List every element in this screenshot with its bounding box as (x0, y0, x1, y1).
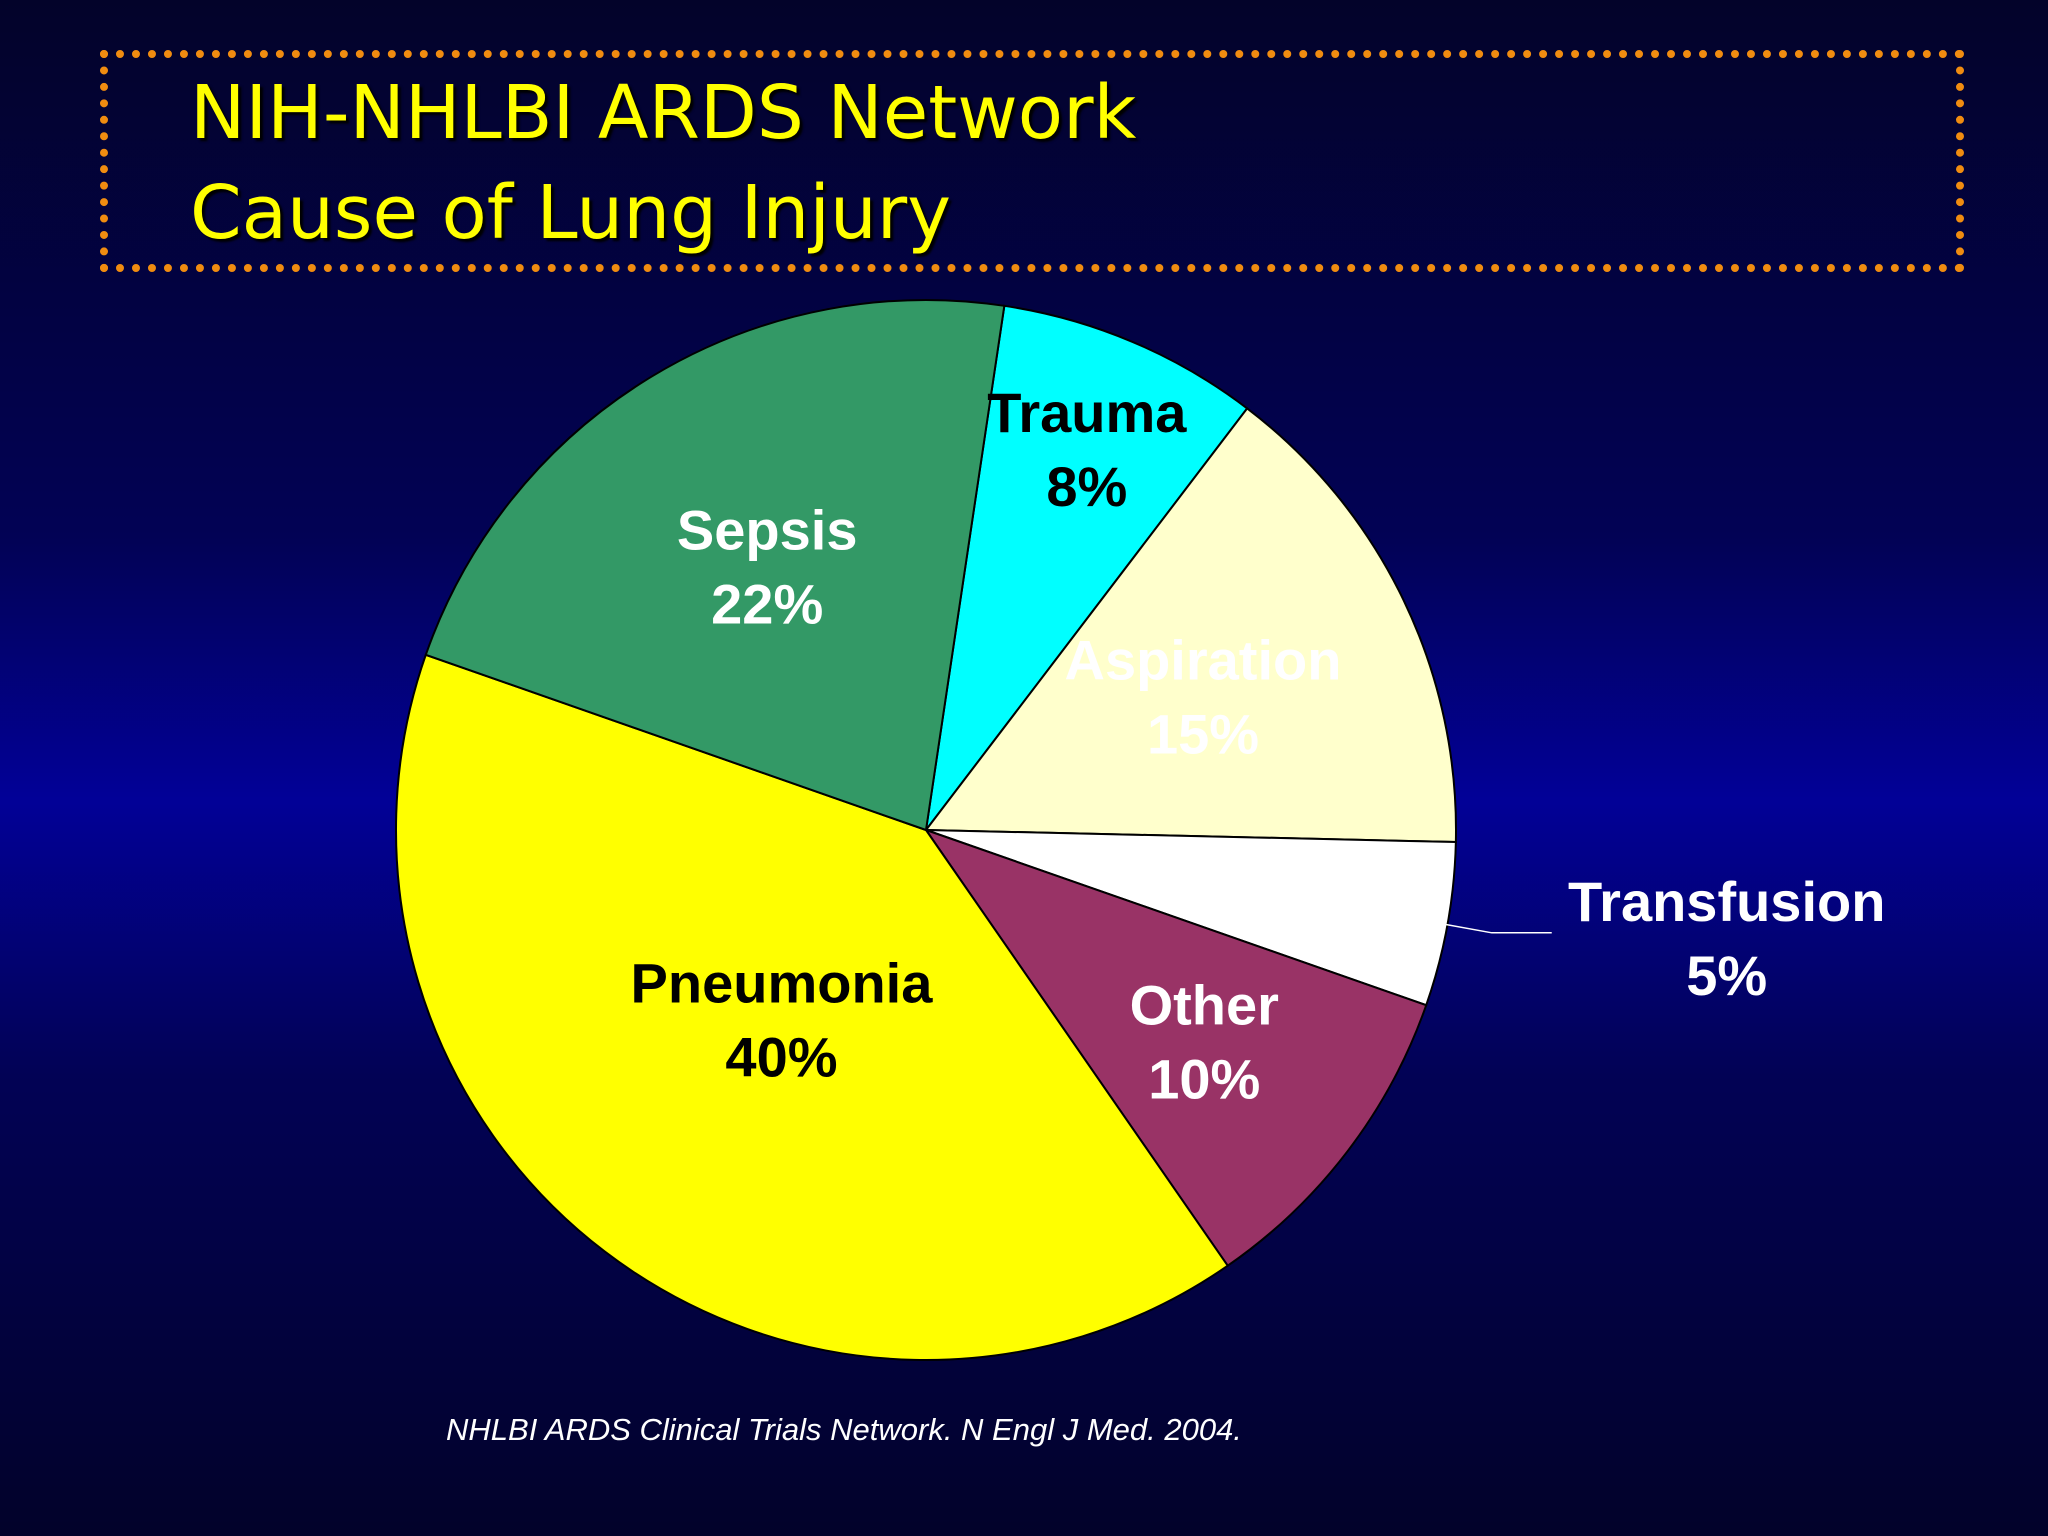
slice-label-trauma: Trauma (987, 381, 1187, 444)
slice-label-pneumonia: Pneumonia (631, 951, 934, 1014)
slice-value-sepsis: 22% (711, 572, 823, 635)
slice-value-trauma: 8% (1046, 455, 1127, 518)
slice-value-transfusion: 5% (1686, 944, 1767, 1007)
slice-label-aspiration: Aspiration (1065, 628, 1342, 691)
slice-value-other: 10% (1148, 1048, 1260, 1111)
slide-subtitle: Cause of Lung Injury (190, 170, 951, 256)
citation: NHLBI ARDS Clinical Trials Network. N En… (446, 1412, 1242, 1447)
slice-value-aspiration: 15% (1147, 702, 1259, 765)
pie-slice-trauma (925, 304, 1249, 831)
slice-value-pneumonia: 40% (725, 1025, 837, 1088)
slice-label-transfusion: Transfusion (1568, 870, 1885, 933)
slice-label-sepsis: Sepsis (677, 498, 858, 561)
title-frame (100, 50, 1964, 272)
pie-slice-sepsis (424, 299, 1006, 832)
leader-line-transfusion (1437, 922, 1552, 934)
slice-label-other: Other (1130, 974, 1279, 1037)
slide-title: NIH-NHLBI ARDS Network (190, 70, 1137, 156)
pie-slice-aspiration (924, 406, 1457, 844)
pie-slice-other (923, 828, 1428, 1268)
pie-slice-pneumonia (395, 653, 1230, 1362)
